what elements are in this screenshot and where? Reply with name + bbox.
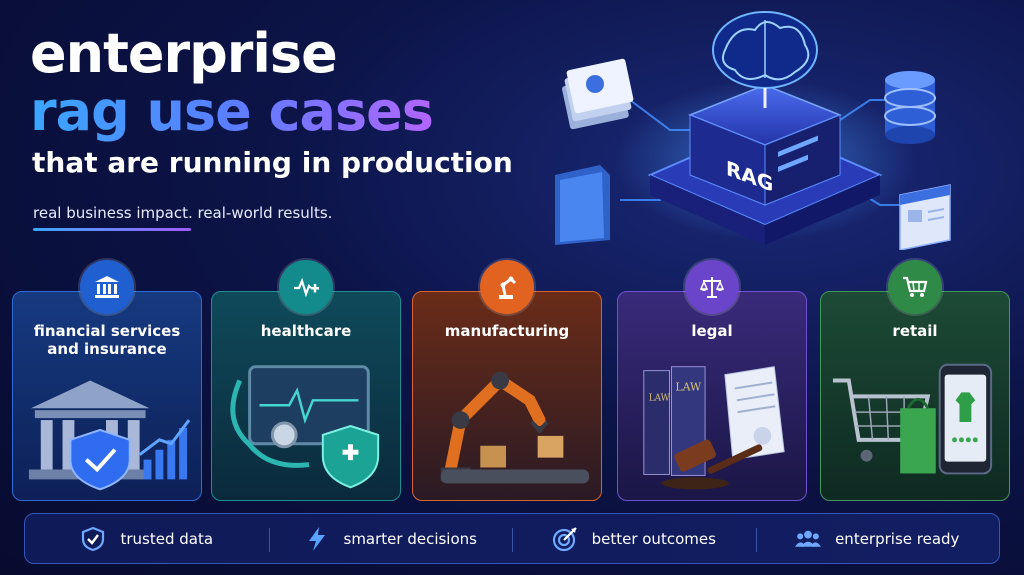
feature-trusted-data: trusted data bbox=[25, 514, 269, 563]
stethoscope-monitor-illustration bbox=[220, 360, 392, 492]
law-book-2-label: LAW bbox=[675, 380, 702, 393]
card-legal[interactable]: legal LAW LAW bbox=[617, 260, 807, 501]
card-label: financial services and insurance bbox=[33, 322, 181, 358]
feature-label: trusted data bbox=[120, 529, 214, 548]
scales-icon bbox=[685, 260, 739, 314]
tagline-underline bbox=[33, 228, 191, 231]
card-manufacturing[interactable]: manufacturing bbox=[412, 260, 602, 501]
document-stack-icon bbox=[562, 58, 634, 130]
target-icon bbox=[552, 526, 577, 551]
law-books-gavel-illustration: LAW LAW bbox=[626, 360, 798, 492]
people-icon bbox=[795, 530, 822, 547]
feature-label: better outcomes bbox=[591, 529, 716, 548]
database-icon bbox=[884, 71, 936, 144]
brain-icon bbox=[712, 11, 818, 108]
folder-icon bbox=[555, 165, 610, 245]
card-label: manufacturing bbox=[444, 322, 570, 340]
cart-bag-phone-illustration bbox=[829, 360, 1001, 492]
shopping-cart-icon bbox=[888, 260, 942, 314]
rag-hero-illustration: RAG bbox=[540, 0, 1010, 251]
title-line-1: enterprise bbox=[30, 22, 338, 85]
card-label: retail bbox=[892, 322, 938, 340]
card-label: healthcare bbox=[260, 322, 352, 340]
feature-better-outcomes: better outcomes bbox=[512, 514, 756, 563]
bank-shield-chart-illustration bbox=[21, 360, 193, 492]
lightning-icon bbox=[308, 526, 325, 551]
feature-label: enterprise ready bbox=[835, 529, 960, 548]
title-line-2: rag use cases bbox=[30, 80, 434, 143]
law-book-1-label: LAW bbox=[649, 393, 671, 403]
card-financial-services[interactable]: financial services and insurance bbox=[12, 260, 202, 501]
card-retail[interactable]: retail bbox=[820, 260, 1010, 501]
card-label: legal bbox=[691, 322, 733, 340]
tagline: real business impact. real-world results… bbox=[33, 204, 333, 222]
robot-conveyor-illustration bbox=[421, 360, 593, 492]
heartbeat-plus-icon bbox=[279, 260, 333, 314]
rag-box: RAG bbox=[687, 84, 843, 206]
card-healthcare[interactable]: healthcare bbox=[211, 260, 401, 501]
browser-window-icon bbox=[899, 184, 951, 251]
feature-label: smarter decisions bbox=[343, 529, 477, 548]
feature-bar: trusted data smarter decisions better ou… bbox=[24, 513, 1000, 564]
title-line-3: that are running in production bbox=[32, 146, 513, 179]
feature-smarter-decisions: smarter decisions bbox=[268, 514, 513, 563]
robot-arm-icon bbox=[480, 260, 534, 314]
shield-check-icon bbox=[82, 526, 105, 551]
bank-icon bbox=[80, 260, 134, 314]
feature-enterprise-ready: enterprise ready bbox=[755, 514, 1000, 563]
